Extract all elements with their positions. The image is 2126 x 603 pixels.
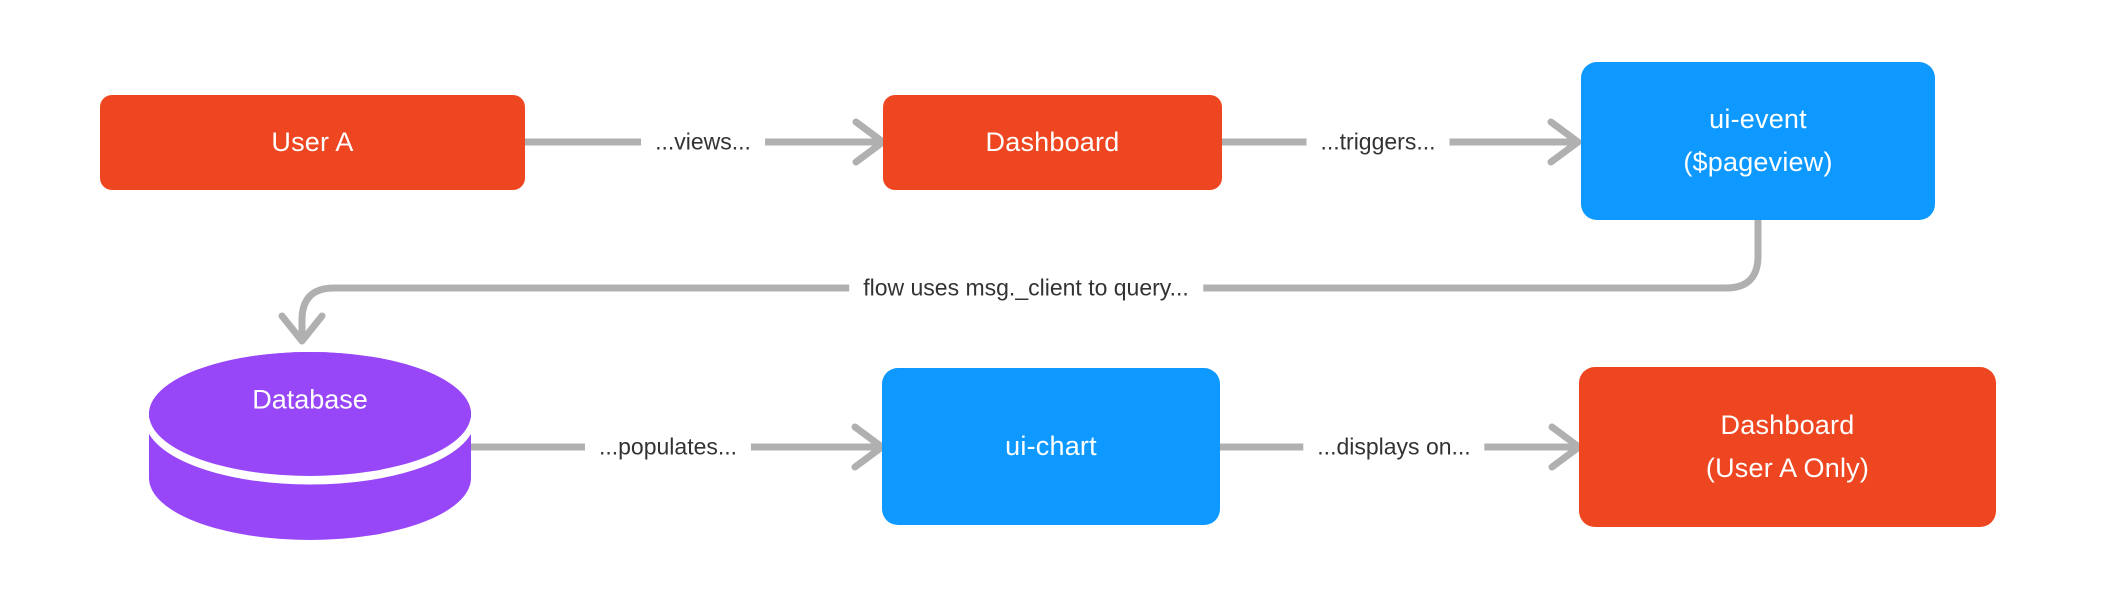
- node-dashboard-label: Dashboard: [985, 126, 1120, 157]
- edge-label-displays-on: ...displays on...: [1303, 431, 1485, 463]
- edge-label-triggers: ...triggers...: [1306, 126, 1450, 158]
- database-cylinder-gap: [144, 417, 476, 485]
- edge-label-populates: ...populates...: [584, 431, 752, 463]
- node-ui-chart-label: ui-chart: [1005, 430, 1097, 461]
- node-ui-event: ui-event ($pageview): [1581, 62, 1935, 220]
- node-ui-chart: ui-chart: [882, 368, 1220, 525]
- edge-triggers-arrowhead-icon: [1547, 118, 1582, 166]
- node-ui-event-label-line1: ui-event: [1709, 103, 1807, 134]
- database-cylinder-top: [149, 352, 471, 476]
- node-database-label: Database: [252, 384, 368, 415]
- node-ui-event-label-line2: ($pageview): [1683, 147, 1833, 177]
- edge-query-arrowhead-icon: [278, 312, 326, 345]
- edge-label-views: ...views...: [641, 126, 765, 158]
- node-dashboard-user-a-only-label-line2: (User A Only): [1705, 453, 1870, 483]
- database-cylinder-icon: [144, 352, 476, 540]
- node-user-a-label: User A: [271, 126, 354, 157]
- node-dashboard-user-a-only: Dashboard (User A Only): [1579, 367, 1996, 527]
- node-dashboard-user-a-only-label-line1: Dashboard: [1720, 409, 1855, 440]
- node-dashboard: Dashboard: [883, 95, 1222, 190]
- node-user-a: User A: [100, 95, 525, 190]
- edge-label-query: flow uses msg._client to query...: [849, 272, 1203, 304]
